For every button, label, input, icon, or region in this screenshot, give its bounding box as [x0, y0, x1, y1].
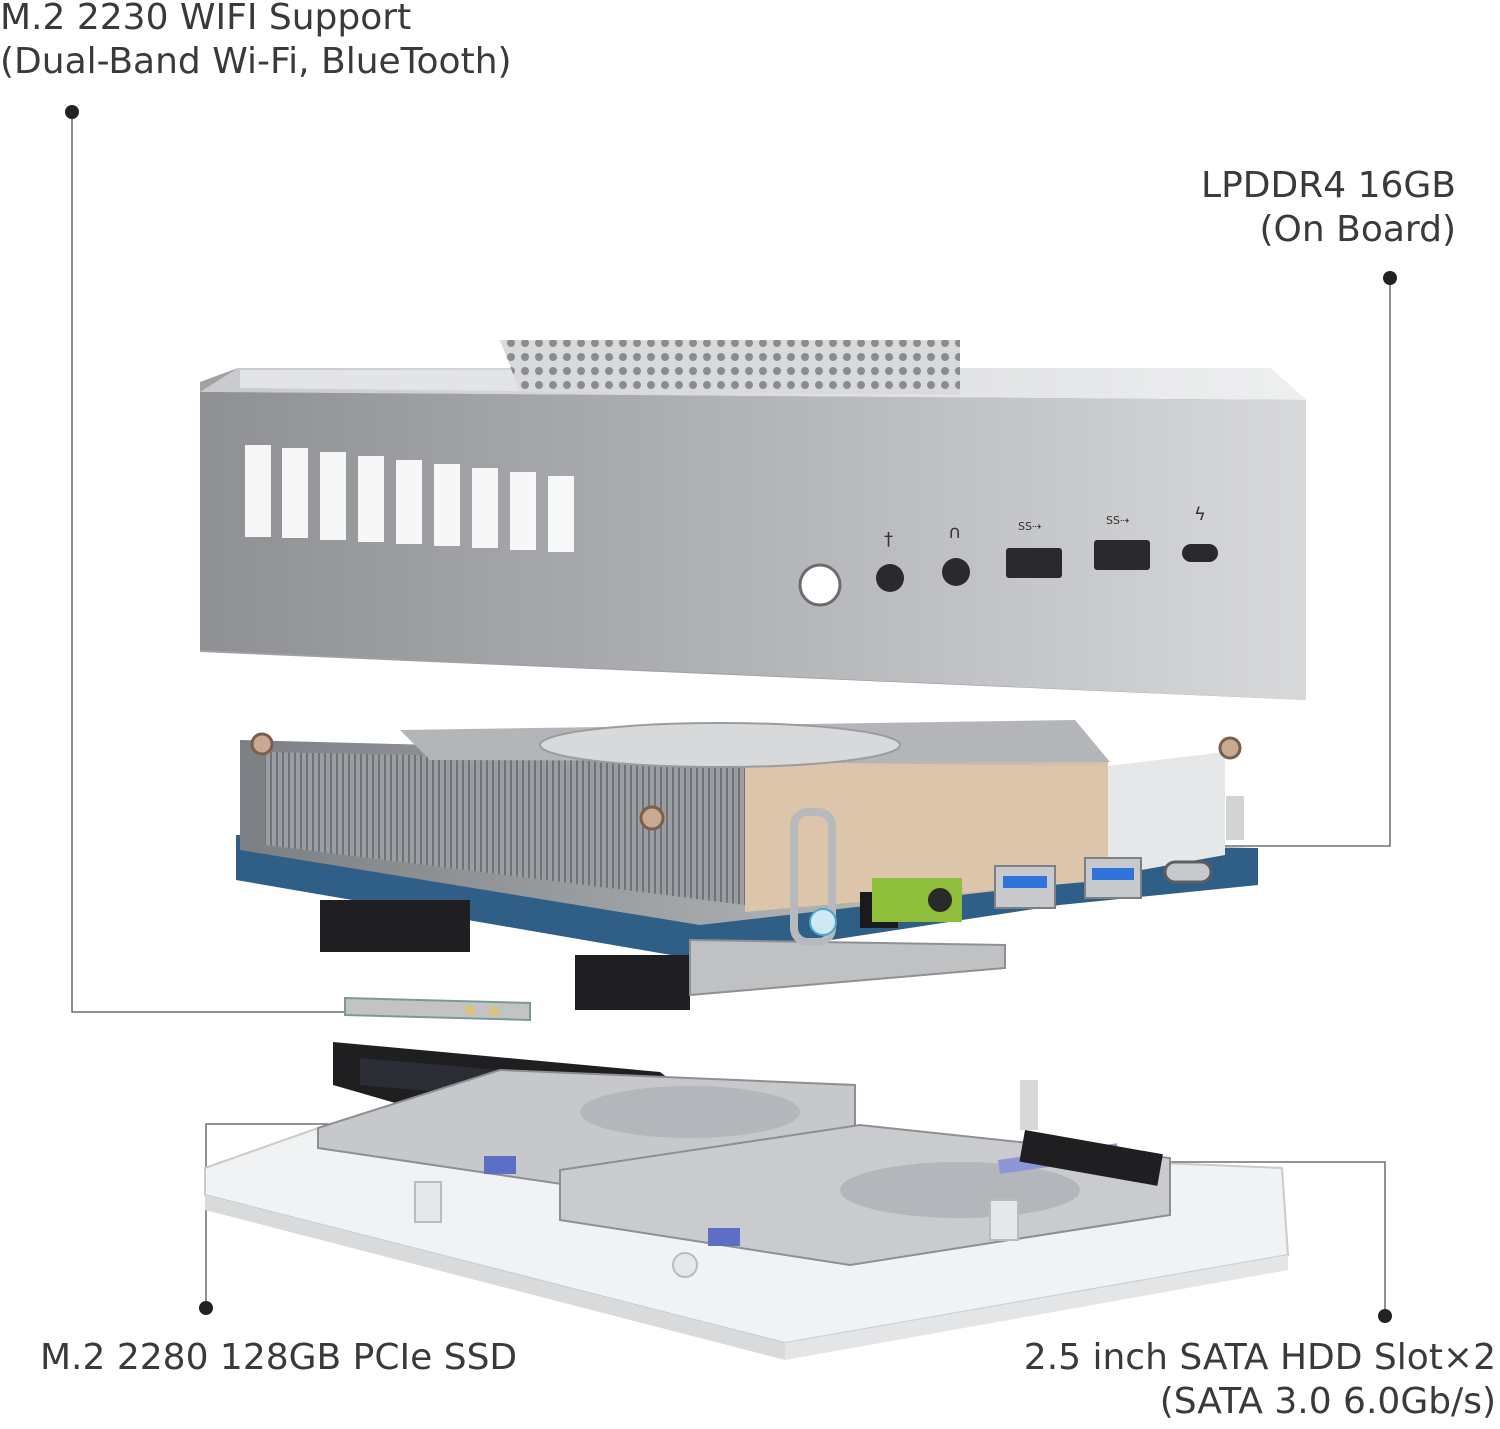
dot-wifi — [65, 105, 79, 119]
side-vents — [245, 445, 574, 552]
callout-ssd: M.2 2280 128GB PCIe SSD — [40, 1336, 517, 1380]
power-port-hole — [798, 563, 842, 607]
heatsink-fins — [265, 752, 745, 905]
board-connector-left — [320, 900, 470, 952]
callout-memory-title: LPDDR4 16GB — [1201, 165, 1456, 206]
headphone-jack-hole — [942, 558, 970, 586]
usb-c-port — [1182, 544, 1218, 562]
leader-memory — [1205, 278, 1391, 847]
callout-memory-subtitle: (On Board) — [1259, 209, 1457, 250]
mic-icon: † — [884, 529, 893, 550]
dot-memory — [1383, 271, 1397, 285]
hdd-label-badge-1 — [484, 1156, 516, 1174]
screw-3 — [1218, 736, 1242, 760]
wifi-antenna-connector-1 — [465, 1005, 475, 1015]
usb-ss-icon-1: SS⇢ — [1018, 520, 1041, 533]
motherboard-assembly — [236, 720, 1258, 1010]
mic-jack-hole — [876, 564, 904, 592]
standoff-post — [1226, 796, 1244, 840]
usb-a-port-2 — [1094, 540, 1150, 570]
callout-wifi-title: M.2 2230 WIFI Support — [0, 0, 412, 38]
callout-hdd-subtitle: (SATA 3.0 6.0Gb/s) — [1159, 1381, 1496, 1422]
board-connector-middle — [575, 955, 690, 1010]
power-button-bracket — [790, 808, 836, 946]
front-ports: † ∩ SS⇢ SS⇢ ϟ — [798, 504, 1218, 607]
audio-jack-green-hole — [928, 888, 952, 912]
dot-ssd — [199, 1301, 213, 1315]
usb-a-port-1 — [1006, 548, 1062, 578]
callout-hdd: 2.5 inch SATA HDD Slot×2 (SATA 3.0 6.0Gb… — [1024, 1336, 1496, 1424]
screw-1 — [250, 732, 274, 756]
usb-ss-icon-2: SS⇢ — [1106, 514, 1129, 527]
hdd-label-circle-1 — [580, 1086, 800, 1138]
usb3-port-2-tongue — [1092, 868, 1134, 880]
usb-c-receptacle — [1163, 860, 1213, 884]
callout-memory: LPDDR4 16GB (On Board) — [1201, 164, 1456, 252]
dot-hdd — [1378, 1309, 1392, 1323]
callout-wifi-subtitle: (Dual-Band Wi-Fi, BlueTooth) — [0, 41, 512, 82]
wifi-card — [344, 996, 531, 1022]
callout-wifi: M.2 2230 WIFI Support (Dual-Band Wi-Fi, … — [0, 0, 512, 84]
top-vent-grille — [500, 340, 960, 395]
usb3-port-1-tongue — [1003, 876, 1047, 888]
fan-icon — [539, 722, 901, 768]
top-case: † ∩ SS⇢ SS⇢ ϟ — [200, 340, 1306, 700]
mounting-bracket — [689, 938, 1006, 997]
thunderbolt-icon: ϟ — [1194, 504, 1206, 525]
screw-2 — [639, 805, 665, 831]
hdd-label-circle-2 — [840, 1162, 1080, 1218]
tray-clip-2 — [989, 1199, 1019, 1241]
wifi-antenna-connector-2 — [489, 1006, 499, 1016]
callout-ssd-title: M.2 2280 128GB PCIe SSD — [40, 1337, 518, 1378]
tray-post — [1020, 1080, 1038, 1130]
callout-hdd-title: 2.5 inch SATA HDD Slot×2 — [1023, 1337, 1496, 1378]
hdd-label-badge-2 — [708, 1228, 740, 1246]
hdd-tray — [204, 1068, 1290, 1360]
headphone-icon: ∩ — [948, 522, 961, 543]
power-button-icon — [809, 908, 837, 936]
tray-screw-post — [672, 1252, 698, 1278]
memory-shield — [1108, 752, 1225, 876]
sata-connector — [1019, 1130, 1163, 1186]
tray-clip-1 — [414, 1181, 442, 1223]
